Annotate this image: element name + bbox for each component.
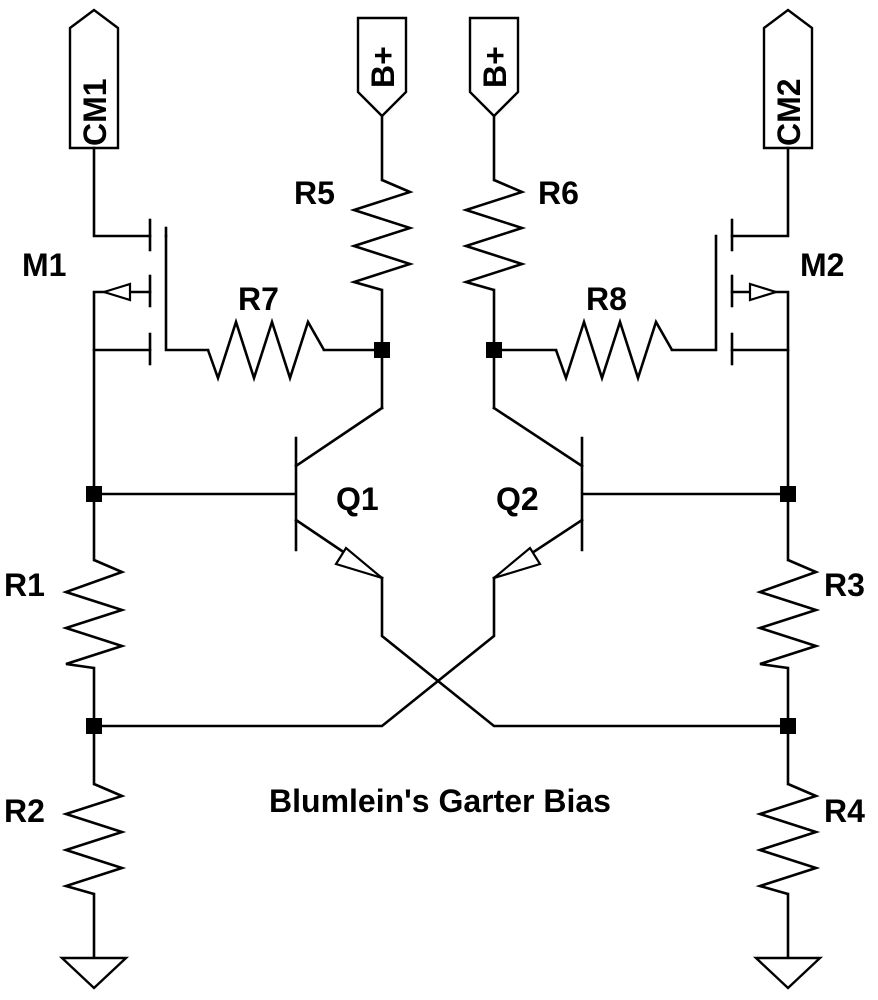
q2-emitter-arrow <box>493 546 542 580</box>
port-cm2: CM2 <box>762 8 814 150</box>
bjt-q1: Q1 <box>294 436 383 580</box>
m2-label: M2 <box>800 247 844 283</box>
junction-dots <box>86 342 796 734</box>
r7-label: R7 <box>238 281 279 317</box>
junction-dot <box>780 718 796 734</box>
ground-left-icon <box>58 956 130 990</box>
resistor-r6: R6 <box>461 175 579 292</box>
mosfet-m2: M2 <box>730 218 844 366</box>
bjt-q2: Q2 <box>493 436 584 580</box>
right-wiring <box>380 114 790 960</box>
q2-label: Q2 <box>496 481 539 517</box>
r5-label: R5 <box>294 175 335 211</box>
port-bplus-right-label: B+ <box>477 46 513 88</box>
r3-label: R3 <box>824 567 865 603</box>
resistor-r7: R7 <box>206 281 326 383</box>
ground-right-icon <box>752 956 824 990</box>
r2-label: R2 <box>4 793 45 829</box>
mosfet-m1: M1 <box>22 218 168 366</box>
m1-body-arrow <box>100 282 132 302</box>
resistor-r2: R2 <box>4 782 127 896</box>
m1-label: M1 <box>22 247 66 283</box>
resistor-r3: R3 <box>755 558 865 670</box>
junction-dot <box>780 486 796 502</box>
port-cm2-label: CM2 <box>771 78 807 146</box>
junction-dot <box>86 718 102 734</box>
diagram-title: Blumlein's Garter Bias <box>269 783 611 819</box>
r4-label: R4 <box>824 793 865 829</box>
junction-dot <box>86 486 102 502</box>
r8-label: R8 <box>586 281 627 317</box>
port-cm1-label: CM1 <box>77 78 113 146</box>
junction-dot <box>374 342 390 358</box>
r1-label: R1 <box>4 567 45 603</box>
left-wiring <box>92 114 496 960</box>
resistor-r8: R8 <box>554 281 674 383</box>
q1-label: Q1 <box>336 481 379 517</box>
m2-body-arrow <box>748 282 780 302</box>
port-bplus-left: B+ <box>356 16 408 118</box>
resistor-r1: R1 <box>4 558 127 670</box>
resistor-r5: R5 <box>294 175 415 292</box>
port-bplus-left-label: B+ <box>365 46 401 88</box>
r6-label: R6 <box>538 175 579 211</box>
resistor-r4: R4 <box>755 782 865 896</box>
port-cm1: CM1 <box>68 8 120 150</box>
q1-emitter-arrow <box>334 546 383 580</box>
port-bplus-right: B+ <box>468 16 520 118</box>
junction-dot <box>486 342 502 358</box>
